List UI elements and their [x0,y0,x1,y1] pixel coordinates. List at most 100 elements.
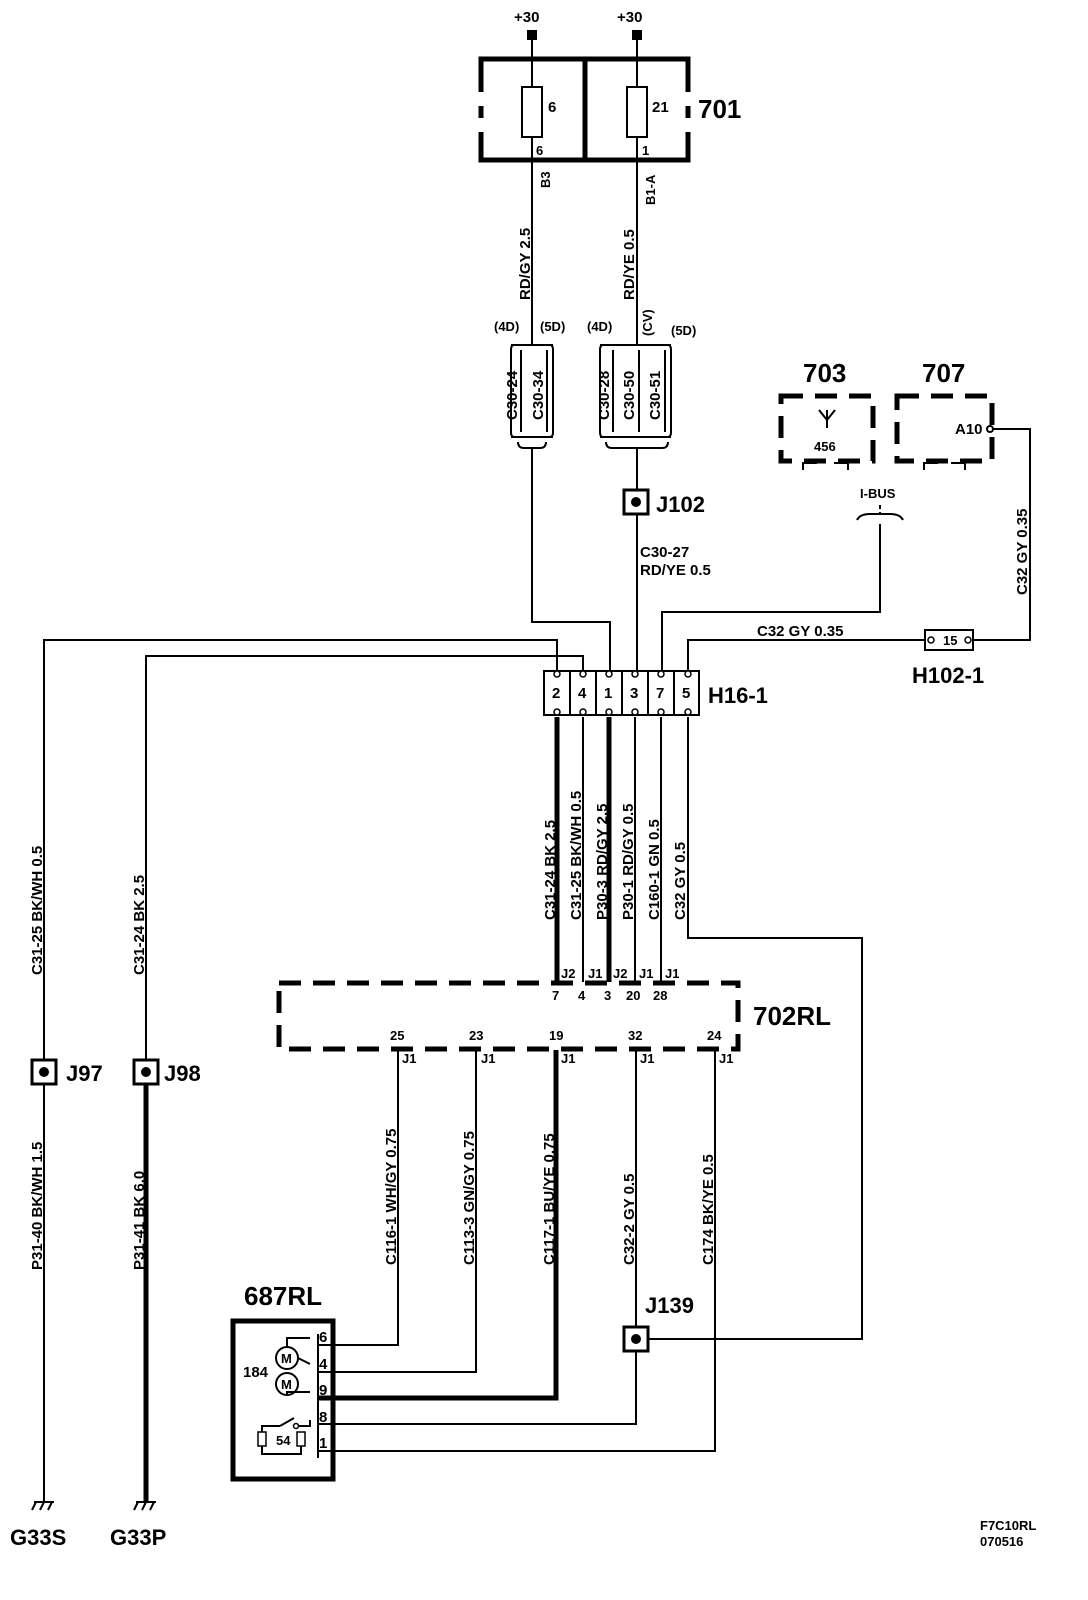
c32-horizontal-wire: C32 GY 0.35 [757,623,843,640]
c30-left-curl [517,441,547,449]
fuse-b-pin: 1 [642,143,649,158]
m702-bot-pin-2: 23 [469,1028,483,1043]
h16-pin-2: 4 [578,685,587,702]
fuse-a-pin: 6 [536,143,543,158]
j102-wire-name: C30-27 [640,544,689,561]
variant-4d-left: (4D) [494,319,519,334]
h16-pin-5: 7 [656,685,664,702]
h16-terminal-dot [684,670,692,678]
h16-terminal-dot [657,670,665,678]
h16-terminal-dot [553,670,561,678]
m702-top-conn-1: J2 [561,966,575,981]
h16-terminal-dot [684,708,692,716]
diagram-code: F7C10RL [980,1518,1036,1533]
connector-h16 [543,670,700,716]
h16-wire-2: C31-25 BK/WH 0.5 [568,791,585,920]
m687-pin-4: 4 [319,1356,328,1373]
c30-right-curl [605,441,669,449]
bottom-wire-4: C32-2 GY 0.5 [621,1174,638,1265]
wire-rdye-05: RD/YE 0.5 [621,229,638,300]
junction-j139-label: J139 [645,1293,694,1318]
h16-terminal-dot [631,670,639,678]
bottom-wire-5: C174 BK/YE 0.5 [700,1154,717,1265]
m702-bot-conn-5: J1 [719,1051,733,1066]
supply-terminal-right [632,30,642,40]
c30-left-bracket-close [549,344,554,438]
h16-terminal-dot [657,708,665,716]
m702-bot-conn-3: J1 [561,1051,575,1066]
antenna-icon [818,409,836,428]
c32-vertical-wire: C32 GY 0.35 [1014,509,1031,595]
module-703-id: 703 [803,358,846,388]
ground-icon-g33p [133,1501,156,1511]
bottom-wire-1: C116-1 WH/GY 0.75 [383,1129,400,1265]
variant-5d-left: (5D) [540,319,565,334]
left-wire-c: P31-40 BK/WH 1.5 [29,1142,46,1270]
ground-g33s-label: G33S [10,1525,66,1550]
j102-wire-color: RD/YE 0.5 [640,562,711,579]
h16-wire-3: P30-3 RD/GY 2.5 [594,804,611,920]
h16-pin-3: 1 [604,685,612,702]
module-687rl-id: 687RL [244,1281,322,1311]
h102-pin: 15 [943,633,957,648]
m687-pin-9: 9 [319,1382,327,1399]
variant-4d-right: (4D) [587,319,612,334]
supply-label-left: +30 [514,9,539,26]
supply-terminal-left [527,30,537,40]
h16-terminal-dot [579,670,587,678]
left-wire-d: P31-41 BK 6.0 [131,1171,148,1270]
bottom-wire-2: C113-3 GN/GY 0.75 [461,1131,478,1265]
h16-terminal-dot [631,708,639,716]
switch-icon [257,1417,311,1455]
h16-pin-1: 2 [552,685,560,702]
junction-j98-label: J98 [164,1061,201,1086]
ibus-bracket [856,513,904,521]
variant-cv: (CV) [640,309,655,336]
h16-wire-4: P30-1 RD/GY 0.5 [620,804,637,920]
m702-top-conn-2: J1 [588,966,602,981]
conn-c30-34: C30-34 [530,370,547,420]
junction-j102-label: J102 [656,492,705,517]
h16-terminals [553,670,692,716]
diagram-date: 070516 [980,1534,1023,1549]
junction-j97-label: J97 [66,1061,103,1086]
switch-label: 54 [276,1433,291,1448]
left-wire-a: C31-25 BK/WH 0.5 [29,846,46,975]
wire-rdgy-25: RD/GY 2.5 [517,228,534,300]
module-687rl [230,1318,336,1482]
m702-top-pin-3: 3 [604,988,611,1003]
fuse-b-terminal: B1-A [643,174,658,205]
fuse-21-symbol [626,86,648,138]
conn-c30-51: C30-51 [647,371,664,420]
h16-wire-6: C32 GY 0.5 [672,842,689,920]
variant-5d-right: (5D) [671,323,696,338]
conn-c30-50: C30-50 [621,371,638,420]
m702-bot-pin-5: 24 [707,1028,722,1043]
supply-label-right: +30 [617,9,642,26]
m702-bot-pin-3: 19 [549,1028,563,1043]
ground-g33p-label: G33P [110,1525,166,1550]
module-703-pin: 456 [814,439,836,454]
module-702rl [276,980,741,1052]
m702-bot-conn-2: J1 [481,1051,495,1066]
module-707 [894,393,995,464]
h16-pin-6: 5 [682,685,690,702]
m702-top-pin-4: 20 [626,988,640,1003]
m702-top-conn-4: J1 [639,966,653,981]
m687-pin-1: 1 [319,1435,327,1452]
motor-label: 184 [243,1364,269,1381]
left-wire-b: C31-24 BK 2.5 [131,875,148,975]
fuse-box-id: 701 [698,94,741,124]
h16-terminal-dot [553,708,561,716]
module-707-id: 707 [922,358,965,388]
svg-text:M: M [281,1377,292,1392]
m687-pin-6: 6 [319,1329,327,1346]
m702-bot-conn-4: J1 [640,1051,654,1066]
m702-top-conn-3: J2 [613,966,627,981]
conn-c30-28: C30-28 [596,371,613,420]
module-707-pin: A10 [955,421,983,438]
fuse-b-number: 21 [652,99,669,116]
module-703 [778,393,876,464]
m702-bot-pin-4: 32 [628,1028,642,1043]
